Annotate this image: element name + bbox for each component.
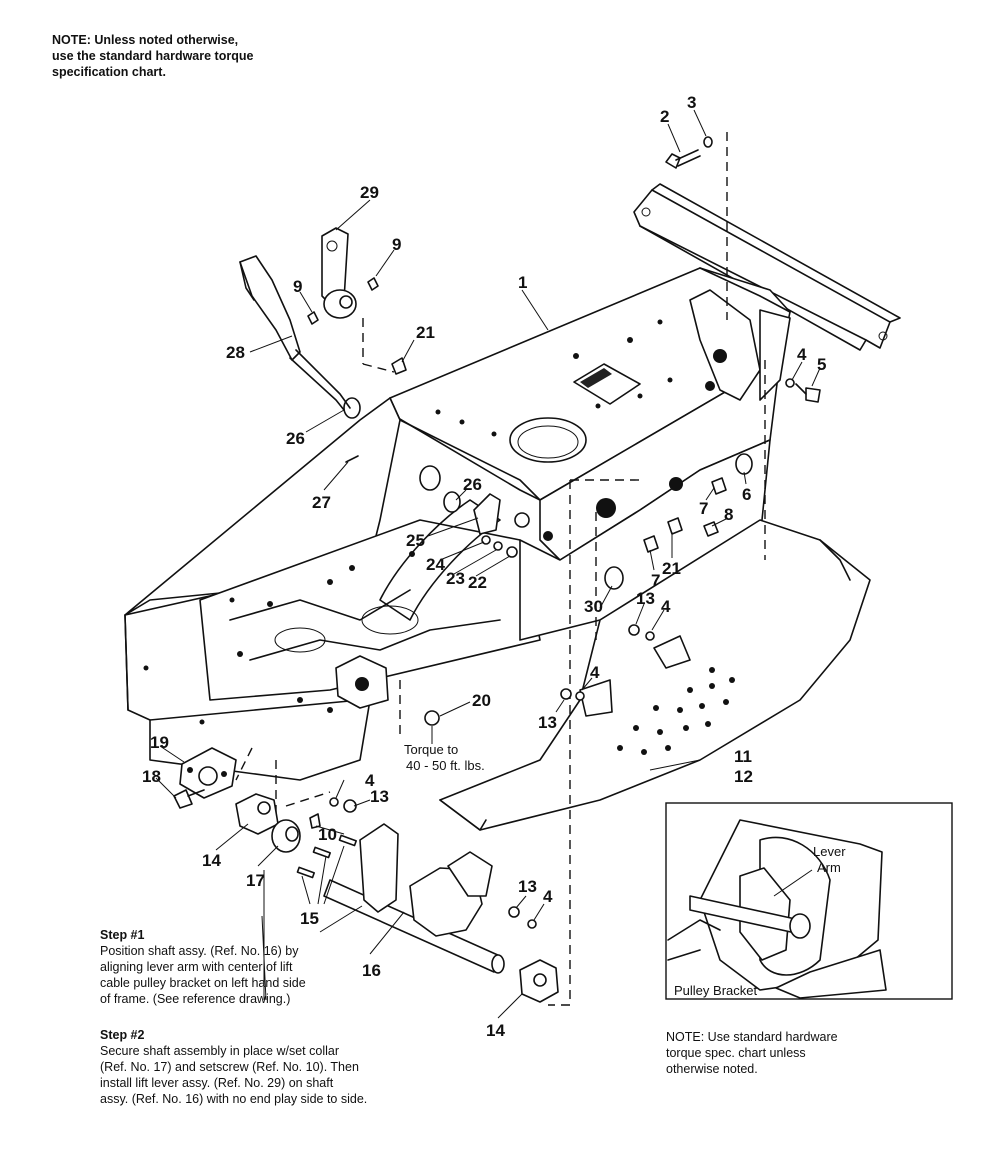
callout-21: 21: [662, 559, 681, 578]
torque-note-line-2: 40 - 50 ft. lbs.: [406, 758, 485, 773]
callout-26: 26: [286, 429, 305, 448]
torque-note: Torque to 40 - 50 ft. lbs.: [404, 742, 485, 774]
inset-lever-arm-label-1: Lever: [813, 844, 846, 859]
callout-5: 5: [817, 355, 826, 374]
step-1-line-3: cable pulley bracket on left hand side: [100, 976, 306, 990]
top-note-line-3: specification chart.: [52, 65, 166, 79]
callout-9: 9: [392, 235, 401, 254]
callout-7: 7: [651, 571, 660, 590]
assembly-lines: [235, 132, 766, 1006]
callout-26: 26: [463, 475, 482, 494]
callout-19: 19: [150, 733, 169, 752]
footrest-plate: [439, 519, 871, 831]
callout-25: 25: [406, 531, 425, 550]
step-2-line-1: Secure shaft assembly in place w/set col…: [100, 1044, 339, 1058]
callout-9: 9: [293, 277, 302, 296]
callout-2: 2: [660, 107, 669, 126]
bottom-note: NOTE: Use standard hardware torque spec.…: [666, 1029, 946, 1077]
callout-14: 14: [486, 1021, 505, 1040]
reference-inset: Lever Arm Pulley Bracket: [665, 802, 953, 1000]
callout-27: 27: [312, 493, 331, 512]
callout-16: 16: [362, 961, 381, 980]
callout-6: 6: [742, 485, 751, 504]
callout-10: 10: [318, 825, 337, 844]
callout-1: 1: [518, 273, 527, 292]
step-2-line-3: install lift lever assy. (Ref. No. 29) o…: [100, 1076, 334, 1090]
top-note-line-1: NOTE: Unless noted otherwise,: [52, 33, 239, 47]
step-1-line-4: of frame. (See reference drawing.): [100, 992, 291, 1006]
callout-4: 4: [365, 771, 375, 790]
step-1-line-1: Position shaft assy. (Ref. No. 16) by: [100, 944, 299, 958]
callout-28: 28: [226, 343, 245, 362]
lift-lever-assembly: [321, 227, 357, 319]
callout-11: 11: [734, 747, 752, 766]
callout-17: 17: [246, 871, 265, 890]
callout-4: 4: [661, 597, 671, 616]
step-2-line-2: (Ref. No. 17) and setscrew (Ref. No. 10)…: [100, 1060, 359, 1074]
pedal-assembly: [239, 255, 351, 411]
inset-lever-arm-label-2: Arm: [817, 860, 841, 875]
callout-18: 18: [142, 767, 161, 786]
callout-numbers: 1 2 3 4 4 4 4 4 5 6 7 7 8 9 9 10 11 12 1…: [142, 93, 826, 1040]
leader-lines: [155, 109, 821, 1019]
step-1-line-2: aligning lever arm with center of lift: [100, 960, 293, 974]
callout-4: 4: [543, 887, 553, 906]
torque-note-line-1: Torque to: [404, 742, 459, 757]
bottom-note-line-2: torque spec. chart unless: [666, 1046, 806, 1060]
callout-8: 8: [724, 505, 733, 524]
callout-13: 13: [636, 589, 655, 608]
step-2-instructions: Step #2 Secure shaft assembly in place w…: [100, 1027, 460, 1107]
top-note: NOTE: Unless noted otherwise, use the st…: [52, 32, 312, 80]
callout-4: 4: [590, 663, 600, 682]
step-2-line-4: assy. (Ref. No. 16) with no end play sid…: [100, 1092, 368, 1106]
callout-24: 24: [426, 555, 445, 574]
step-1-instructions: Step #1 Position shaft assy. (Ref. No. 1…: [100, 927, 460, 1007]
callout-13: 13: [538, 713, 557, 732]
callout-21: 21: [416, 323, 435, 342]
callout-14: 14: [202, 851, 221, 870]
callout-23: 23: [446, 569, 465, 588]
callout-29: 29: [360, 183, 379, 202]
callout-3: 3: [687, 93, 696, 112]
callout-4: 4: [797, 345, 807, 364]
callout-12: 12: [734, 767, 753, 786]
callout-7: 7: [699, 499, 708, 518]
callout-20: 20: [472, 691, 491, 710]
callout-30: 30: [584, 597, 603, 616]
callout-15: 15: [300, 909, 319, 928]
step-2-title: Step #2: [100, 1028, 145, 1042]
lift-shaft-assembly: [173, 747, 559, 1003]
front-axle-support: [633, 183, 901, 351]
hardware-parts: [307, 136, 821, 726]
callout-13: 13: [370, 787, 389, 806]
callout-13: 13: [518, 877, 537, 896]
bottom-note-line-3: otherwise noted.: [666, 1062, 758, 1076]
bottom-note-line-1: NOTE: Use standard hardware: [666, 1030, 838, 1044]
step-1-title: Step #1: [100, 928, 145, 942]
callout-22: 22: [468, 573, 487, 592]
top-note-line-2: use the standard hardware torque: [52, 49, 254, 63]
inset-pulley-bracket-label: Pulley Bracket: [674, 983, 757, 998]
